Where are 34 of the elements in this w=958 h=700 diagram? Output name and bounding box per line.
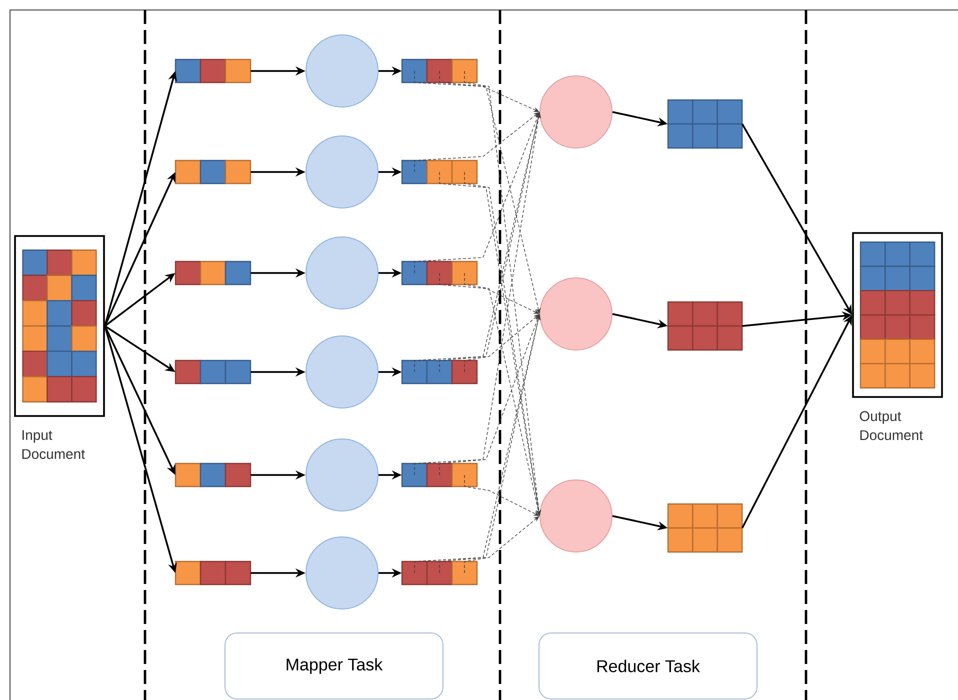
record-grid (667, 301, 743, 351)
record-bar (174, 58, 252, 84)
record-grid (667, 99, 743, 149)
task-circle (306, 536, 378, 610)
task-box: Reducer Task (538, 632, 758, 700)
document-label: Output Document (860, 411, 923, 440)
record-bar (174, 462, 252, 488)
dashed-arrow (439, 272, 540, 314)
task-circle (540, 278, 612, 350)
document-label: Input Document (22, 430, 85, 459)
dashed-arrow (414, 112, 540, 172)
record-bar (174, 160, 252, 184)
task-circle (306, 438, 378, 512)
dashed-arrow (464, 474, 540, 516)
task-circle (306, 34, 378, 108)
record-bar (174, 560, 252, 586)
record-bar (401, 360, 478, 384)
task-box: Mapper Task (224, 632, 444, 700)
record-bar (174, 260, 252, 286)
task-circle (306, 236, 378, 310)
record-bar (174, 360, 252, 384)
task-circle (540, 480, 612, 552)
task-circle (306, 136, 378, 208)
record-bar (401, 260, 478, 286)
record-bar (401, 560, 478, 586)
dashed-arrow (414, 70, 540, 112)
task-circle (540, 76, 612, 148)
record-bar (401, 160, 478, 184)
record-bar (401, 462, 478, 488)
record-grid (667, 503, 743, 553)
record-bar (401, 58, 478, 84)
dashed-arrow (464, 516, 540, 574)
task-circle (306, 336, 378, 408)
dashed-arrow (464, 314, 540, 372)
